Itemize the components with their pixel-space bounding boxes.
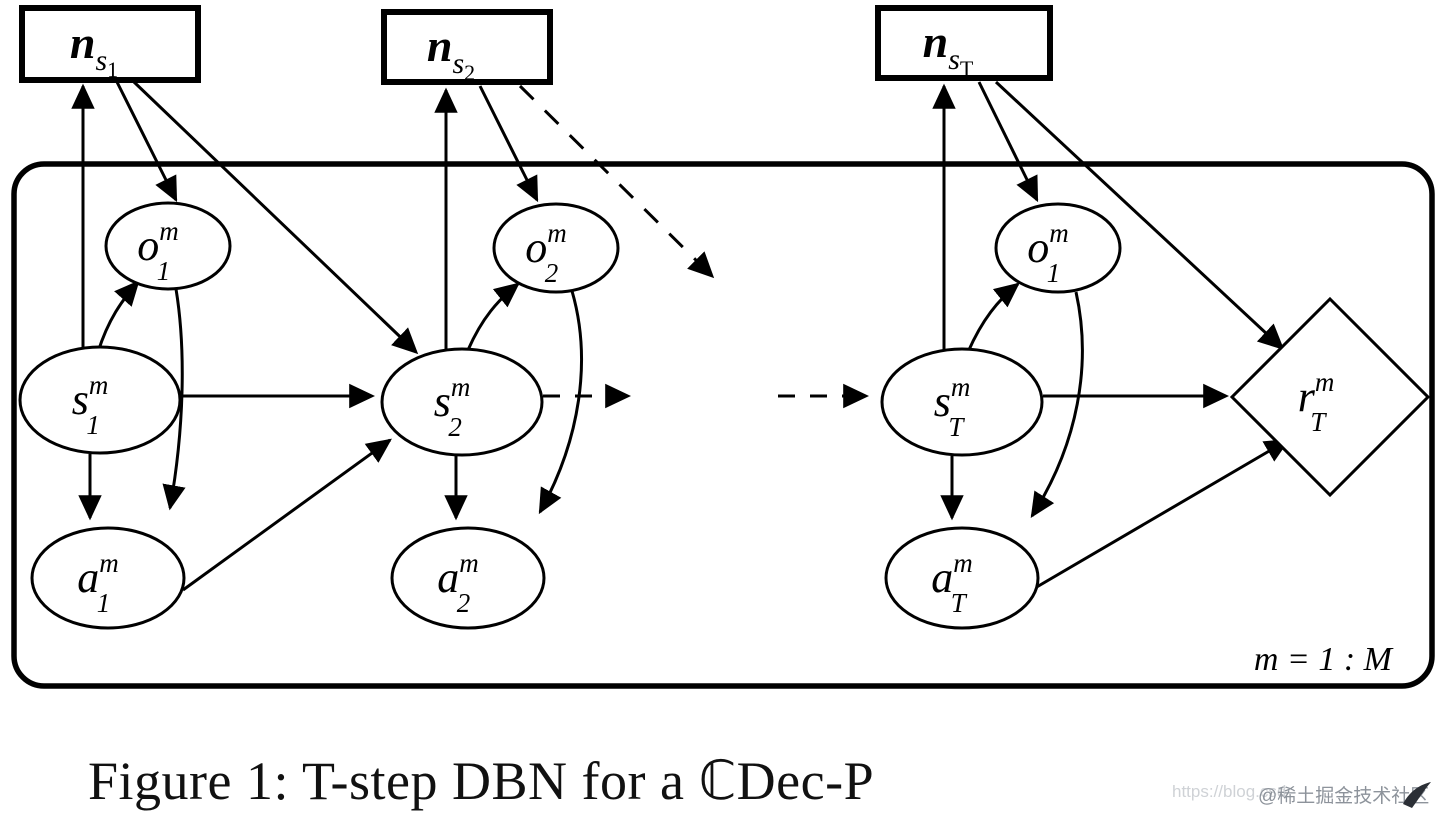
count-node-n-s2[interactable] bbox=[381, 9, 553, 85]
edge-ns1-to-o1 bbox=[115, 81, 178, 203]
edges-group bbox=[71, 80, 1291, 592]
plate-rectangle bbox=[11, 161, 1435, 689]
plate-label: m = 1 : M bbox=[1254, 641, 1394, 678]
count-node-label-n-s1: ns1 bbox=[70, 17, 118, 82]
node-oT[interactable] bbox=[994, 202, 1122, 294]
edge-a1-to-s2 bbox=[182, 438, 392, 592]
edge-s2-to-o2 bbox=[466, 282, 520, 351]
edge-oT-to-aT bbox=[1030, 291, 1084, 519]
count-node-label-n-s2: ns2 bbox=[427, 20, 475, 85]
node-o1[interactable] bbox=[104, 201, 232, 291]
edge-ns2-to-next-dashed bbox=[518, 84, 715, 279]
edge-ns2-to-o2 bbox=[478, 85, 539, 203]
edge-nsT-to-oT bbox=[977, 81, 1039, 203]
count-node-n-s1[interactable] bbox=[19, 5, 201, 83]
node-sT[interactable] bbox=[880, 347, 1044, 457]
reward-node-rT[interactable] bbox=[1229, 296, 1431, 498]
edge-ns1-to-s2 bbox=[132, 80, 419, 355]
edge-o2-to-a2 bbox=[538, 290, 583, 515]
figure-caption: Figure 1: T-step DBN for a ℂDec-P bbox=[88, 751, 875, 811]
edge-o1-to-a1 bbox=[162, 288, 186, 511]
watermark-url: https://blog.csd bbox=[1172, 782, 1287, 801]
node-a2[interactable] bbox=[390, 526, 546, 630]
edge-nsT-to-rT bbox=[994, 80, 1285, 351]
node-o2[interactable] bbox=[492, 202, 620, 294]
node-aT[interactable] bbox=[884, 526, 1040, 630]
edge-aT-to-rT bbox=[1034, 438, 1291, 590]
node-s1[interactable] bbox=[18, 345, 182, 455]
watermark-logo-icon bbox=[1403, 782, 1431, 808]
edge-sT-to-oT bbox=[966, 282, 1020, 353]
node-a1[interactable] bbox=[30, 526, 186, 630]
watermark-handle: @稀土掘金技术社区 bbox=[1258, 786, 1430, 807]
node-s2[interactable] bbox=[380, 347, 544, 457]
count-node-label-n-sT: nsT bbox=[923, 16, 974, 81]
count-node-n-sT[interactable] bbox=[875, 5, 1053, 81]
edge-s1-to-o1 bbox=[96, 280, 140, 353]
